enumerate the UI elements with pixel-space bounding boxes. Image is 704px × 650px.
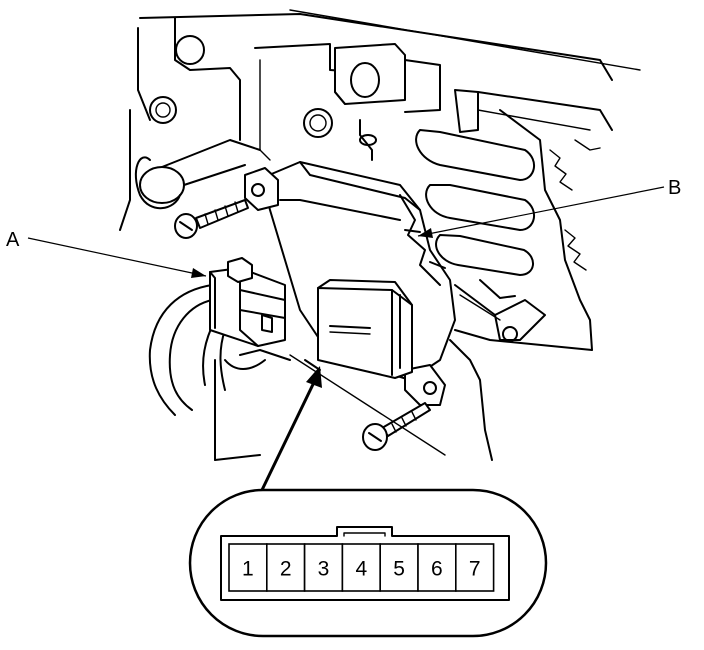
bottom-ear-hole <box>423 381 437 395</box>
connector-face <box>220 526 510 601</box>
housing-boss <box>175 35 205 65</box>
vent-slot-3 <box>435 234 534 276</box>
left-mounting-ear <box>244 167 279 211</box>
connector-pins: 1 2 3 4 5 6 7 <box>228 543 495 592</box>
link-arm-pivot <box>502 326 518 342</box>
callout-b-arrow <box>418 228 433 238</box>
connector-key <box>343 532 386 537</box>
housing-cylinder <box>139 166 185 204</box>
pin-number-7: 7 <box>469 558 481 581</box>
left-ear-hole <box>251 183 265 197</box>
vent-slot-1 <box>415 129 535 181</box>
housing-tab <box>454 89 479 133</box>
vent-slot-2 <box>425 184 535 231</box>
pin-cell-1 <box>228 543 268 592</box>
callout-b-label: B <box>668 177 681 199</box>
pin-number-2: 2 <box>280 558 292 581</box>
pin-number-4: 4 <box>355 558 367 581</box>
upper-stud <box>359 134 377 146</box>
callout-a: A <box>6 229 207 278</box>
lower-screw <box>362 402 431 451</box>
detail-pointer-arrow <box>306 366 322 388</box>
housing-hole-right <box>303 108 333 138</box>
mode-control-motor <box>244 161 546 406</box>
housing-hole <box>149 96 177 124</box>
callout-b-leader <box>417 186 665 237</box>
callout-a-leader <box>27 237 207 277</box>
mounting-block-hole <box>350 62 380 98</box>
pin-cell-3 <box>303 543 344 592</box>
detail-pointer <box>260 366 322 491</box>
actuator-socket <box>317 287 413 379</box>
upper-screw <box>174 199 249 239</box>
heater-housing <box>119 9 641 351</box>
harness-connector <box>209 257 286 347</box>
pin-number-5: 5 <box>393 558 405 581</box>
pin-number-1: 1 <box>242 558 254 581</box>
housing-hole-right-inner <box>309 114 327 132</box>
callout-a-label: A <box>6 229 20 251</box>
callout-a-arrow <box>191 268 206 278</box>
pin-number-3: 3 <box>318 558 330 581</box>
detail-pointer-line <box>260 373 320 491</box>
pin-number-6: 6 <box>431 558 443 581</box>
link-arm <box>494 299 546 341</box>
connector-pinout-detail: 1 2 3 4 5 6 7 <box>188 488 548 638</box>
pin-cell-4 <box>341 543 381 592</box>
pin-cell-2 <box>265 543 306 592</box>
pin-cell-7 <box>454 543 495 592</box>
housing-hole-inner <box>155 102 171 118</box>
callout-b: B <box>417 177 681 238</box>
pin-cell-6 <box>417 543 457 592</box>
wire-harness <box>148 284 321 461</box>
